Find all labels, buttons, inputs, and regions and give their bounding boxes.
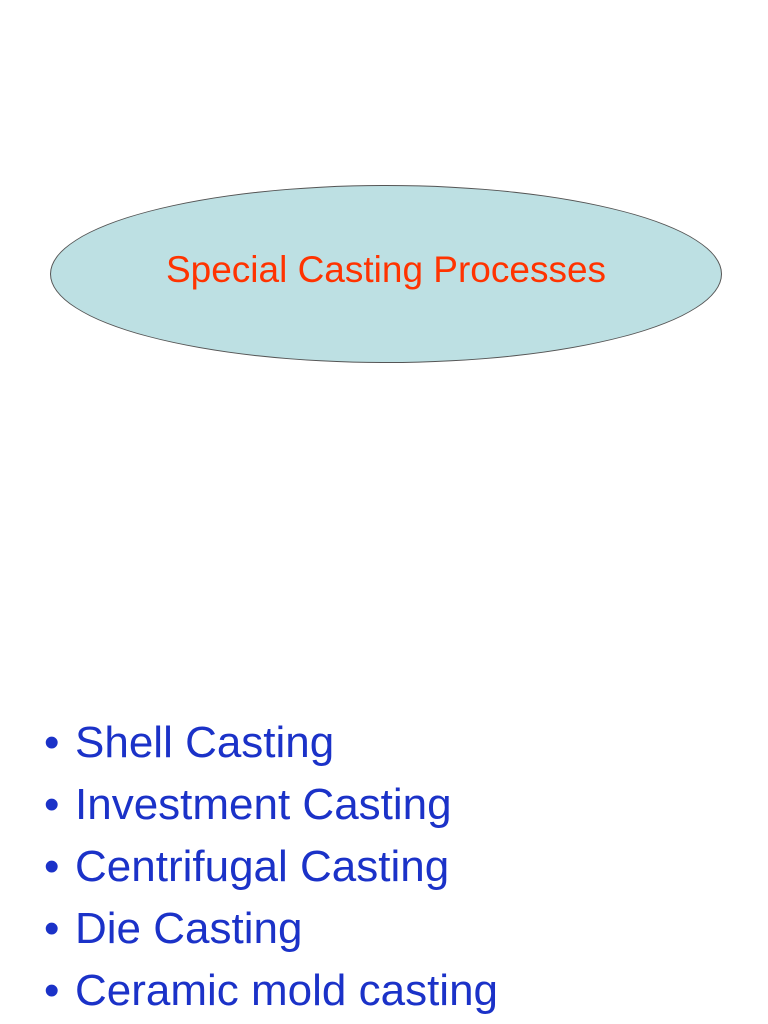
bullet-marker: • (44, 904, 60, 953)
bullet-item: • Ceramic mold casting (44, 960, 498, 1022)
bullet-text: Investment Casting (75, 780, 452, 829)
bullet-text: Ceramic mold casting (75, 966, 499, 1015)
title-ellipse: Special Casting Processes (50, 185, 722, 363)
bullet-text: Die Casting (75, 904, 303, 953)
bullet-marker: • (44, 842, 60, 891)
bullet-marker: • (44, 966, 60, 1015)
bullet-item: • Investment Casting (44, 774, 498, 836)
bullet-text: Shell Casting (75, 718, 335, 767)
bullet-marker: • (44, 718, 60, 767)
bullet-item: • Die Casting (44, 898, 498, 960)
bullet-marker: • (44, 780, 60, 829)
bullet-text: Centrifugal Casting (75, 842, 450, 891)
bullet-item: • Centrifugal Casting (44, 836, 498, 898)
slide-title: Special Casting Processes (165, 248, 607, 290)
bullet-item: • Shell Casting (44, 712, 498, 774)
bullet-list: • Shell Casting • Investment Casting • C… (44, 712, 498, 1022)
